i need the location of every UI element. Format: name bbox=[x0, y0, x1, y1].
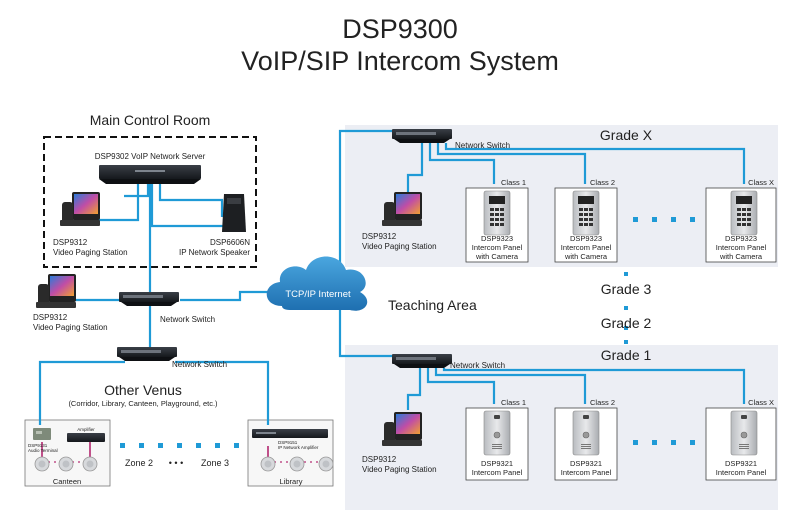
canteen-speaker-1-icon bbox=[34, 456, 50, 472]
network-server-icon bbox=[99, 165, 201, 184]
grade-1-panel-2-class: Class 2 bbox=[590, 398, 615, 407]
grade-1-station-name: Video Paging Station bbox=[362, 465, 437, 474]
zone-ellipsis: • • • bbox=[169, 458, 183, 468]
grade-x-switch-icon bbox=[392, 129, 452, 143]
ip-amplifier-icon bbox=[252, 429, 328, 438]
title-line-1: DSP9300 bbox=[342, 14, 458, 44]
grade-1-panel-3-class: Class X bbox=[748, 398, 774, 407]
main-station-model: DSP9312 bbox=[53, 238, 88, 247]
grade-3-label: Grade 3 bbox=[601, 281, 652, 297]
amplifier-icon bbox=[67, 433, 105, 442]
internet-cloud-icon bbox=[266, 256, 368, 311]
amplifier-label: Amplifier bbox=[77, 427, 95, 432]
grade-2-label: Grade 2 bbox=[601, 315, 652, 331]
grade-x-switch-label: Network Switch bbox=[455, 141, 510, 150]
main-control-room-box bbox=[43, 136, 257, 268]
grade-x-panel-2-line2: Intercom Panel bbox=[561, 243, 612, 252]
grade-x-panel-3-model: DSP9323 bbox=[725, 234, 757, 243]
camera-panel-icon bbox=[483, 190, 511, 236]
grade-x-panel-1-line2: Intercom Panel bbox=[472, 243, 523, 252]
grade-x-panel-1-model: DSP9323 bbox=[481, 234, 513, 243]
library-speaker-1-icon bbox=[260, 456, 276, 472]
audio-terminal-model: DSP9131 bbox=[28, 443, 48, 448]
grade-1-panel-3 bbox=[705, 407, 777, 481]
video-paging-station-icon bbox=[60, 192, 100, 226]
ellipsis-dots bbox=[120, 217, 695, 448]
network-links bbox=[38, 129, 746, 425]
grade-1-panel-1 bbox=[465, 407, 529, 481]
zone-2-label: Zone 2 bbox=[125, 458, 153, 468]
grade-x-panel-3 bbox=[705, 187, 777, 263]
core-station-model: DSP9312 bbox=[33, 313, 68, 322]
title-line-2: VoIP/SIP Intercom System bbox=[241, 46, 559, 76]
speaker-model: DSP6606N bbox=[210, 238, 250, 247]
canteen-speaker-3-icon bbox=[82, 456, 98, 472]
grade-1-panel-2 bbox=[554, 407, 618, 481]
grade-1-panel-1-model: DSP9321 bbox=[481, 459, 513, 468]
camera-panel-icon bbox=[730, 190, 758, 236]
grade-x-station-name: Video Paging Station bbox=[362, 242, 437, 251]
audio-terminal-icon bbox=[33, 428, 51, 440]
core-station-name: Video Paging Station bbox=[33, 323, 108, 332]
grade-x-panel-2-model: DSP9323 bbox=[570, 234, 602, 243]
switch-1-label: Network Switch bbox=[160, 315, 215, 324]
grade-x-title: Grade X bbox=[600, 127, 653, 143]
library-label: Library bbox=[280, 477, 303, 486]
internet-label: TCP/IP Internet bbox=[285, 289, 351, 300]
ip-speaker-icon bbox=[222, 194, 246, 232]
grade-1-title: Grade 1 bbox=[601, 347, 652, 363]
intercom-panel-icon bbox=[572, 410, 600, 456]
canteen-speaker-2-icon bbox=[58, 456, 74, 472]
grade-1-panel-3-model: DSP9321 bbox=[725, 459, 757, 468]
grade-x-panel-2 bbox=[554, 187, 618, 263]
grade-x-panel-2-class: Class 2 bbox=[590, 178, 615, 187]
grade-x-panel-3-line2: Intercom Panel bbox=[716, 243, 767, 252]
grade-1-switch-icon bbox=[392, 354, 452, 368]
grade-1-panel-1-class: Class 1 bbox=[501, 398, 526, 407]
grade-x-panel-3-line3: with Camera bbox=[719, 252, 763, 261]
grade-x-panel-1-class: Class 1 bbox=[501, 178, 526, 187]
audio-terminal-name: Audio Terminal bbox=[28, 448, 58, 453]
grade-x-panel-1-line3: with Camera bbox=[475, 252, 519, 261]
teaching-area-label: Teaching Area bbox=[388, 297, 477, 313]
zone-3-label: Zone 3 bbox=[201, 458, 229, 468]
grade-1-panel-3-line2: Intercom Panel bbox=[716, 468, 767, 477]
library-speaker-2-icon bbox=[289, 456, 305, 472]
grade-1-switch-label: Network Switch bbox=[450, 361, 505, 370]
canteen-box bbox=[24, 419, 111, 487]
grade-x-station-model: DSP9312 bbox=[362, 232, 397, 241]
canteen-label: Canteen bbox=[53, 477, 81, 486]
grade-x-panel-2-line3: with Camera bbox=[564, 252, 608, 261]
venues-title: Other Venus bbox=[104, 382, 182, 398]
main-station-name: Video Paging Station bbox=[53, 248, 128, 257]
intercom-panel-icon bbox=[483, 410, 511, 456]
grade-1-station-model: DSP9312 bbox=[362, 455, 397, 464]
core-station-icon bbox=[36, 274, 76, 308]
grade-x-panel-1 bbox=[465, 187, 529, 263]
grade-x-panel-3-class: Class X bbox=[748, 178, 774, 187]
server-label: DSP9302 VoIP Network Server bbox=[95, 152, 206, 161]
grade-1-panel-2-line2: Intercom Panel bbox=[561, 468, 612, 477]
grade-1-panel-1-line2: Intercom Panel bbox=[472, 468, 523, 477]
grade-1-panel-2-model: DSP9321 bbox=[570, 459, 602, 468]
ip-amp-model: DSP9151 bbox=[278, 440, 298, 445]
speaker-name: IP Network Speaker bbox=[179, 248, 250, 257]
library-speaker-3-icon bbox=[318, 456, 334, 472]
ip-amp-name: IP Network Amplifier bbox=[278, 445, 319, 450]
switch-2-label: Network Switch bbox=[172, 360, 227, 369]
network-switch-1-icon bbox=[119, 292, 179, 306]
main-control-room-label: Main Control Room bbox=[90, 112, 211, 128]
network-switch-2-icon bbox=[117, 347, 177, 361]
intercom-panel-icon bbox=[730, 410, 758, 456]
camera-panel-icon bbox=[572, 190, 600, 236]
venues-subtitle: (Corridor, Library, Canteen, Playground,… bbox=[68, 399, 218, 408]
